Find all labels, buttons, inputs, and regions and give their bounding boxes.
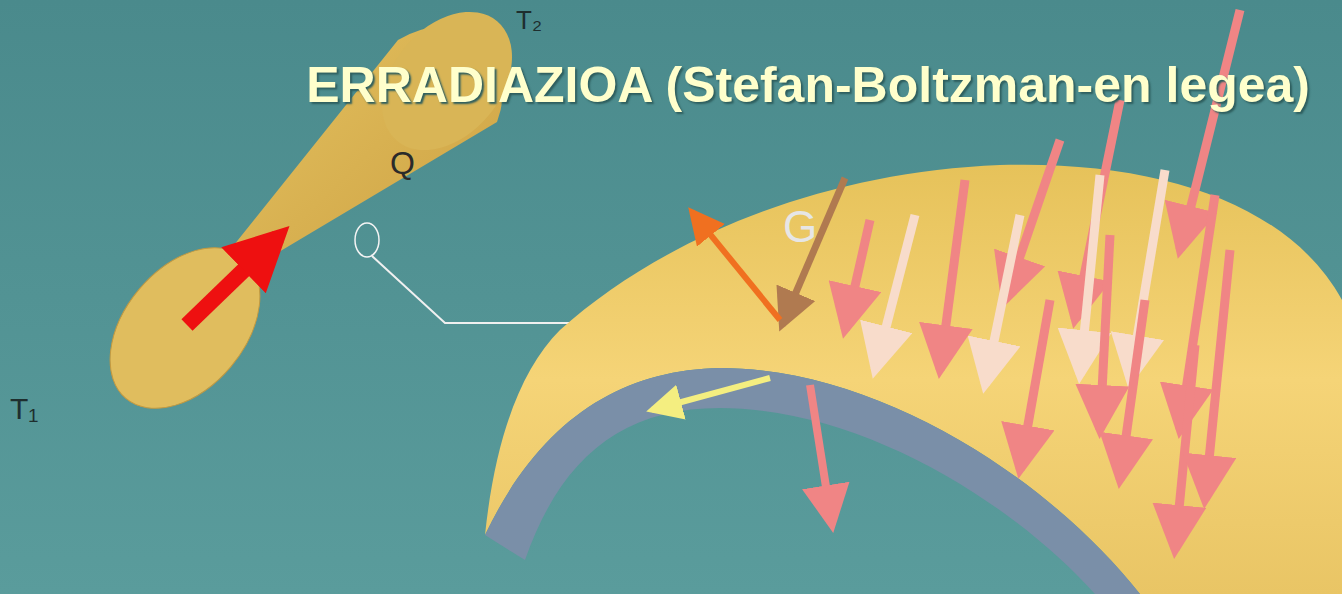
radiation-arrow [1120, 300, 1145, 480]
title: ERRADIAZIOA (Stefan-Boltzman-en legea) [306, 58, 1310, 113]
irradiation-label: G [783, 203, 817, 251]
wall-section [485, 165, 1342, 594]
radiation-arrow [1100, 235, 1110, 430]
radiation-arrow [875, 215, 915, 370]
radiation-arrow [692, 212, 780, 320]
radiation-arrow [845, 220, 870, 330]
temperature-label: T₂ [516, 6, 542, 35]
radiation-arrow [1175, 345, 1195, 550]
radiation-arrow [1005, 140, 1060, 300]
temperature-label: T₁ [10, 392, 38, 425]
heat-label: Q [390, 146, 415, 181]
radiation-arrow [985, 215, 1020, 385]
radiation-arrow [1205, 250, 1230, 500]
radiation-arrow [810, 385, 832, 525]
radiation-arrow [1080, 175, 1100, 375]
radiation-arrow [652, 378, 770, 410]
radiation-arrow [1180, 195, 1215, 430]
radiation-arrow [940, 180, 965, 370]
radiation-arrow [1020, 300, 1050, 470]
radiation-arrow [782, 178, 845, 325]
